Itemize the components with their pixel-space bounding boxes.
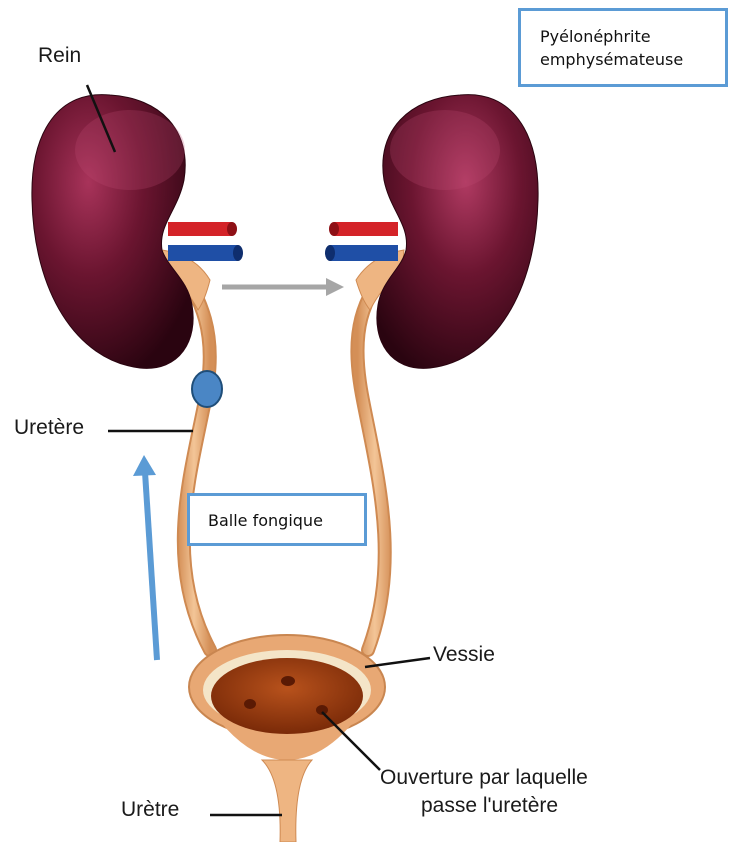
label-ureter: Uretère	[14, 416, 84, 440]
label-kidney: Rein	[38, 44, 81, 68]
left-renal-vein	[168, 245, 238, 261]
label-urethra: Urètre	[121, 798, 179, 822]
label-opening-line2: passe l'uretère	[421, 794, 558, 818]
right-renal-artery	[334, 222, 398, 236]
label-opening-line1: Ouverture par laquelle	[380, 766, 588, 790]
blue-arrow	[145, 472, 157, 660]
callout-fungus-ball-text: Balle fongique	[208, 511, 323, 530]
callout-pyelonephritis-line2: emphysémateuse	[540, 48, 725, 71]
callout-pyelonephritis: Pyélonéphrite emphysémateuse	[518, 8, 728, 87]
bladder-interior	[211, 658, 363, 734]
label-bladder: Vessie	[433, 643, 495, 667]
fungus-ball-marker	[192, 371, 222, 407]
urethra	[262, 760, 312, 842]
callout-fungus-ball: Balle fongique	[187, 493, 367, 546]
left-renal-artery	[168, 222, 232, 236]
right-renal-vein	[330, 245, 398, 261]
callout-pyelonephritis-line1: Pyélonéphrite	[540, 25, 725, 48]
